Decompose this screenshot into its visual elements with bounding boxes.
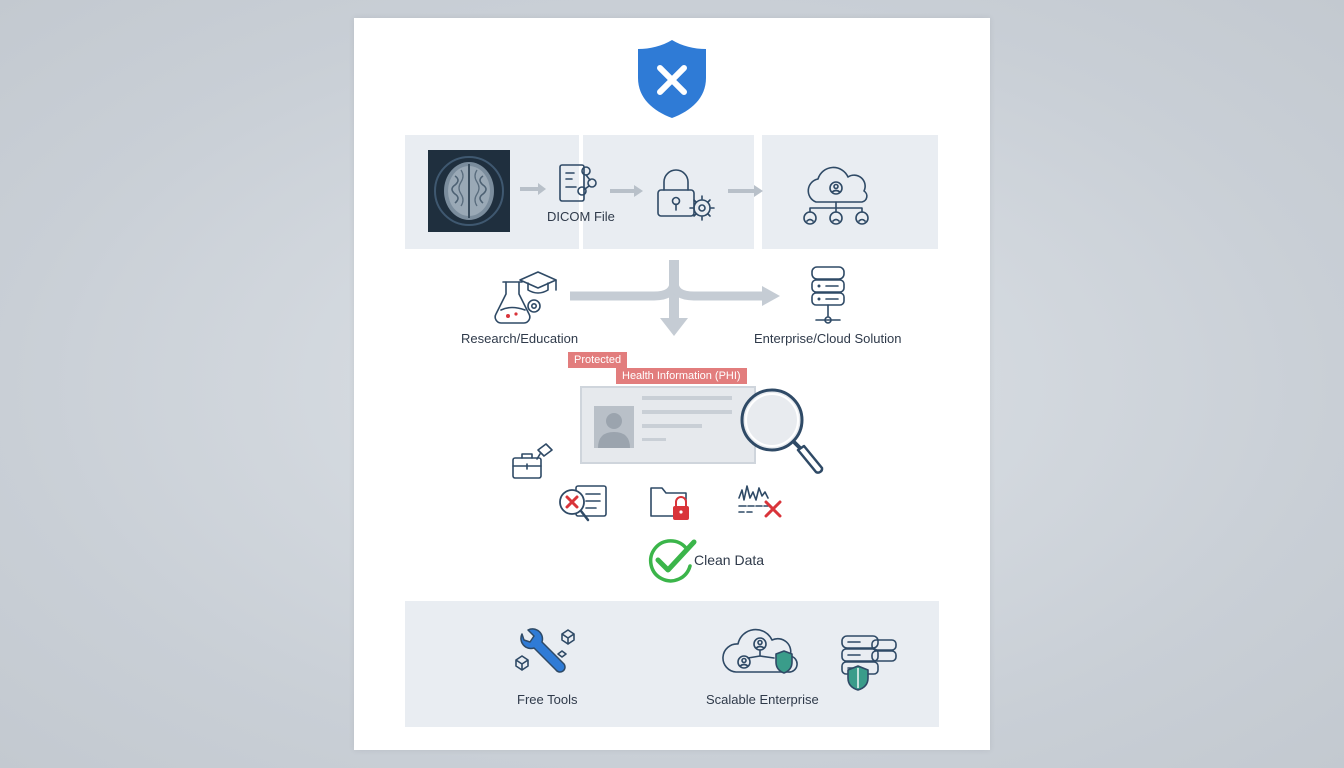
person-avatar-icon bbox=[594, 406, 634, 448]
cloud-users-shield-icon bbox=[720, 624, 804, 684]
dicom-file-label: DICOM File bbox=[547, 209, 615, 224]
wrench-tools-icon bbox=[512, 626, 582, 682]
folder-lock-icon bbox=[648, 480, 698, 526]
free-tools-label: Free Tools bbox=[517, 692, 578, 707]
briefcase-pen-icon bbox=[510, 442, 556, 482]
server-database-icon bbox=[806, 264, 850, 328]
server-shield-icon bbox=[838, 632, 902, 694]
signal-data-reject-icon bbox=[736, 480, 786, 524]
dicom-file-icon bbox=[554, 161, 600, 207]
top-panel-3 bbox=[762, 135, 938, 249]
flask-graduation-icon bbox=[492, 268, 562, 328]
research-education-label: Research/Education bbox=[461, 331, 579, 346]
document-reject-icon bbox=[556, 480, 610, 528]
protected-tag: Protected bbox=[568, 352, 628, 368]
branch-arrows bbox=[564, 258, 784, 340]
magnifier-icon bbox=[738, 386, 828, 482]
check-circle-icon bbox=[646, 536, 698, 586]
brain-scan-icon bbox=[428, 150, 510, 232]
diagram-card: DICOM File bbox=[354, 18, 990, 750]
cloud-network-icon bbox=[796, 166, 878, 230]
clean-data-label: Clean Data bbox=[694, 552, 765, 568]
lock-gear-icon bbox=[654, 166, 720, 228]
phi-tag: Health Information (PHI) bbox=[616, 368, 747, 384]
enterprise-cloud-label: Enterprise/Cloud Solution bbox=[754, 331, 902, 346]
shield-x-icon bbox=[636, 38, 708, 120]
scalable-enterprise-label: Scalable Enterprise bbox=[706, 692, 819, 707]
arrow-right-icon bbox=[726, 183, 766, 199]
phi-record-card bbox=[580, 386, 756, 464]
bottom-panel bbox=[405, 601, 939, 727]
arrow-right-icon bbox=[608, 183, 646, 199]
arrow-right-icon bbox=[518, 181, 548, 197]
